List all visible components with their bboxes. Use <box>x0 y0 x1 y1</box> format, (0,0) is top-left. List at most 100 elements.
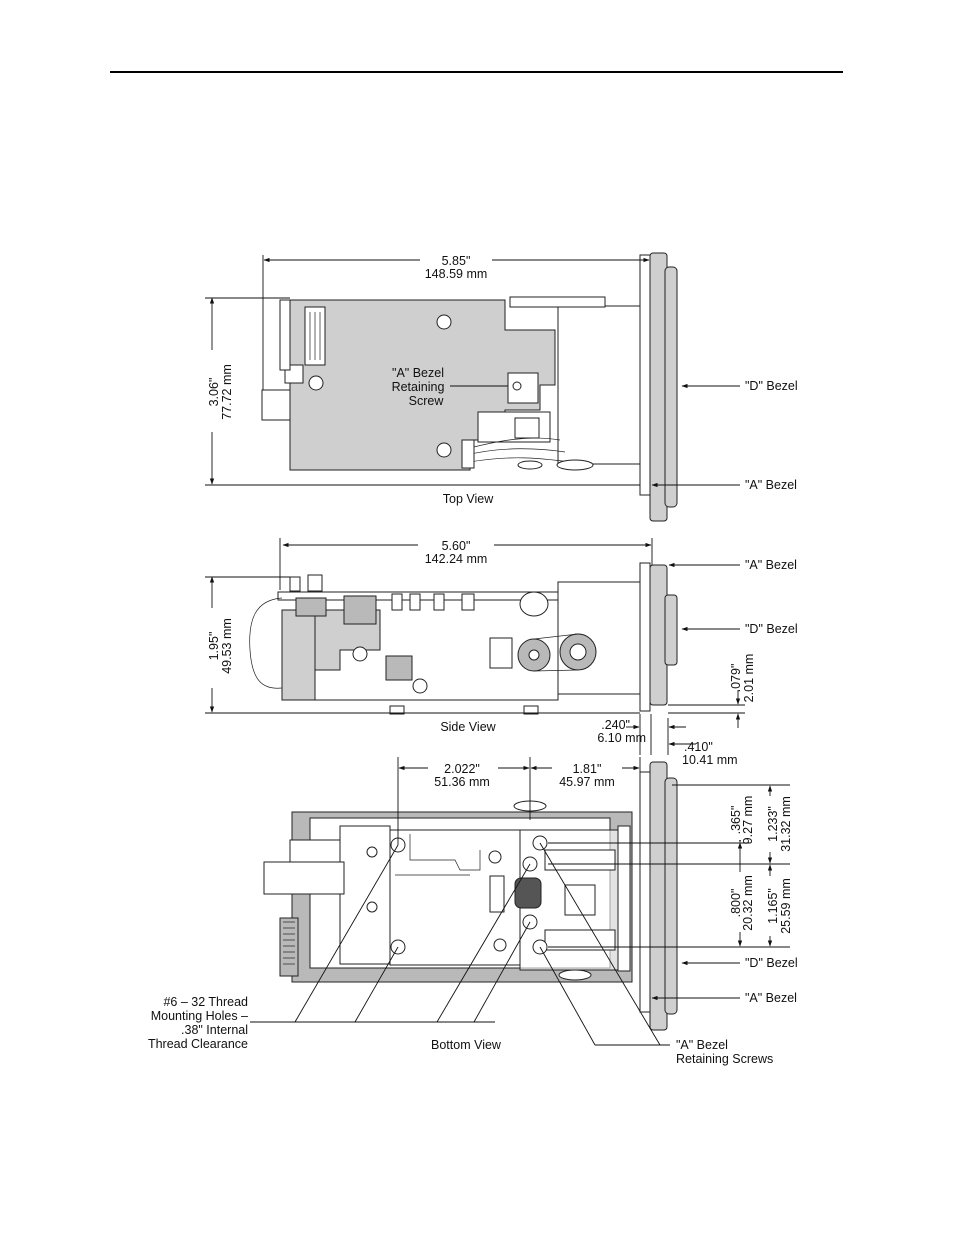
side-screw-1 <box>352 646 368 662</box>
side-240-in: .240" <box>601 718 630 732</box>
top-screw-label-1: "A" Bezel <box>392 366 444 380</box>
bottom-connector-pins <box>283 921 295 965</box>
side-foot-1 <box>389 705 405 715</box>
side-079-in: .079" <box>729 664 743 693</box>
side-a-bezel-plate <box>649 564 668 706</box>
top-a-bezel-plate <box>649 252 668 522</box>
side-belt <box>533 633 579 672</box>
side-view-caption: Side View <box>440 720 496 734</box>
side-roller <box>519 591 549 617</box>
top-screw-label-3: Screw <box>409 394 445 408</box>
top-view: 5.85" 148.59 mm 3.06" 77.72 mm "A" Bezel… <box>203 252 798 522</box>
top-width-label-bg <box>420 252 492 282</box>
bottom-v4-mm: 25.59 mm <box>779 878 793 934</box>
top-back-plate <box>279 299 291 371</box>
bottom-side-block <box>263 861 345 895</box>
bottom-side-block-2 <box>289 839 341 863</box>
side-view: 5.60" 142.24 mm 1.95" 49.53 mm "A" Bezel… <box>203 537 798 767</box>
side-post-5 <box>433 593 445 611</box>
side-large-gear-hub <box>528 649 540 661</box>
side-width-label-bg <box>418 537 494 567</box>
bottom-bezel-flange <box>639 771 651 1013</box>
bottom-view: 2.022" 51.36 mm 1.81" 45.97 mm .365" 9.2… <box>148 757 798 1066</box>
top-retaining-screw <box>512 381 522 391</box>
bottom-d-bezel-plate <box>664 777 678 1015</box>
side-post-1 <box>289 576 301 592</box>
bezel-screws-label-1: "A" Bezel <box>676 1038 728 1052</box>
top-screw-label-2: Retaining <box>392 380 445 394</box>
bezel-screw-leaders <box>539 842 670 1046</box>
header-rule <box>110 71 843 73</box>
side-height-label-bg <box>203 608 243 688</box>
top-gear <box>556 459 594 471</box>
side-screw-2 <box>412 678 428 694</box>
bottom-slot <box>395 834 481 876</box>
top-screw-2 <box>308 375 324 391</box>
bottom-v3-mm: 20.32 mm <box>741 875 755 931</box>
bezel-screws-label-2: Retaining Screws <box>676 1052 773 1066</box>
bottom-v2-bg <box>761 796 795 852</box>
bottom-worm-gear <box>514 877 542 909</box>
side-410-in: .410" <box>684 740 713 754</box>
bottom-dim-label-bg-1 <box>428 760 498 790</box>
bottom-v1-in: .365" <box>729 806 743 835</box>
side-width-in: 5.60" <box>442 539 471 553</box>
bottom-dim-label-bg-2 <box>552 760 622 790</box>
top-gear-2 <box>517 460 543 470</box>
bottom-small-screw-4 <box>493 938 507 952</box>
side-width-mm: 142.24 mm <box>425 552 488 566</box>
side-post-4 <box>409 593 421 611</box>
holes-label-1: #6 – 32 Thread <box>163 995 248 1009</box>
top-width-in: 5.85" <box>442 254 471 268</box>
bottom-v2-in: 1.233" <box>766 806 780 842</box>
bottom-left-plate <box>339 825 391 965</box>
side-post-3 <box>391 593 403 611</box>
side-block-2 <box>343 595 377 625</box>
side-block-3 <box>385 655 413 681</box>
side-post-6 <box>461 593 475 611</box>
bottom-a-bezel-plate <box>649 761 668 1031</box>
mounting-hole-leaders <box>250 844 531 1023</box>
top-bezel-flange <box>639 254 651 496</box>
side-height-mm: 49.53 mm <box>220 618 234 674</box>
side-block-1 <box>295 597 327 617</box>
bottom-v1-bg <box>731 800 757 840</box>
top-rail-upper <box>509 296 606 308</box>
side-cable <box>249 597 283 689</box>
bottom-v3-in: .800" <box>729 889 743 918</box>
top-d-bezel-label: "D" Bezel <box>745 379 798 393</box>
top-retaining-screw-block <box>507 372 539 404</box>
top-view-caption: Top View <box>443 492 494 506</box>
side-d-bezel-plate <box>664 594 678 666</box>
bottom-rail-upper <box>544 849 616 871</box>
bottom-connector <box>279 917 299 977</box>
bottom-dim1-in: 2.022" <box>444 762 480 776</box>
side-240-mm: 6.10 mm <box>597 731 646 745</box>
bottom-d-bezel-label: "D" Bezel <box>745 956 798 970</box>
bottom-v1-mm: 9.27 mm <box>741 796 755 845</box>
side-bezel-flange <box>639 562 651 712</box>
bottom-small-screw-1 <box>366 846 378 858</box>
top-screw-1 <box>436 314 452 330</box>
holes-label-2: Mounting Holes – <box>151 1009 248 1023</box>
side-a-bezel-label: "A" Bezel <box>745 558 797 572</box>
top-rail <box>557 305 641 465</box>
bottom-v4-in: 1.165" <box>766 888 780 924</box>
bottom-a-bezel-label: "A" Bezel <box>745 991 797 1005</box>
side-gray-body <box>281 609 381 701</box>
bottom-dim2-mm: 45.97 mm <box>559 775 615 789</box>
bottom-v2-mm: 31.32 mm <box>779 796 793 852</box>
top-height-label-bg <box>203 350 243 432</box>
top-a-bezel-label: "A" Bezel <box>745 478 797 492</box>
side-height-in: 1.95" <box>207 632 221 661</box>
top-height-in: 3.06" <box>207 378 221 407</box>
top-height-mm: 77.72 mm <box>220 364 234 420</box>
bottom-v3-bg <box>731 872 757 932</box>
holes-label-3: .38" Internal <box>181 1023 248 1037</box>
top-width-mm: 148.59 mm <box>425 267 488 281</box>
side-post-2 <box>307 574 323 592</box>
top-clip <box>461 439 475 469</box>
side-d-bezel-label: "D" Bezel <box>745 622 798 636</box>
bottom-small-screw-2 <box>366 901 378 913</box>
